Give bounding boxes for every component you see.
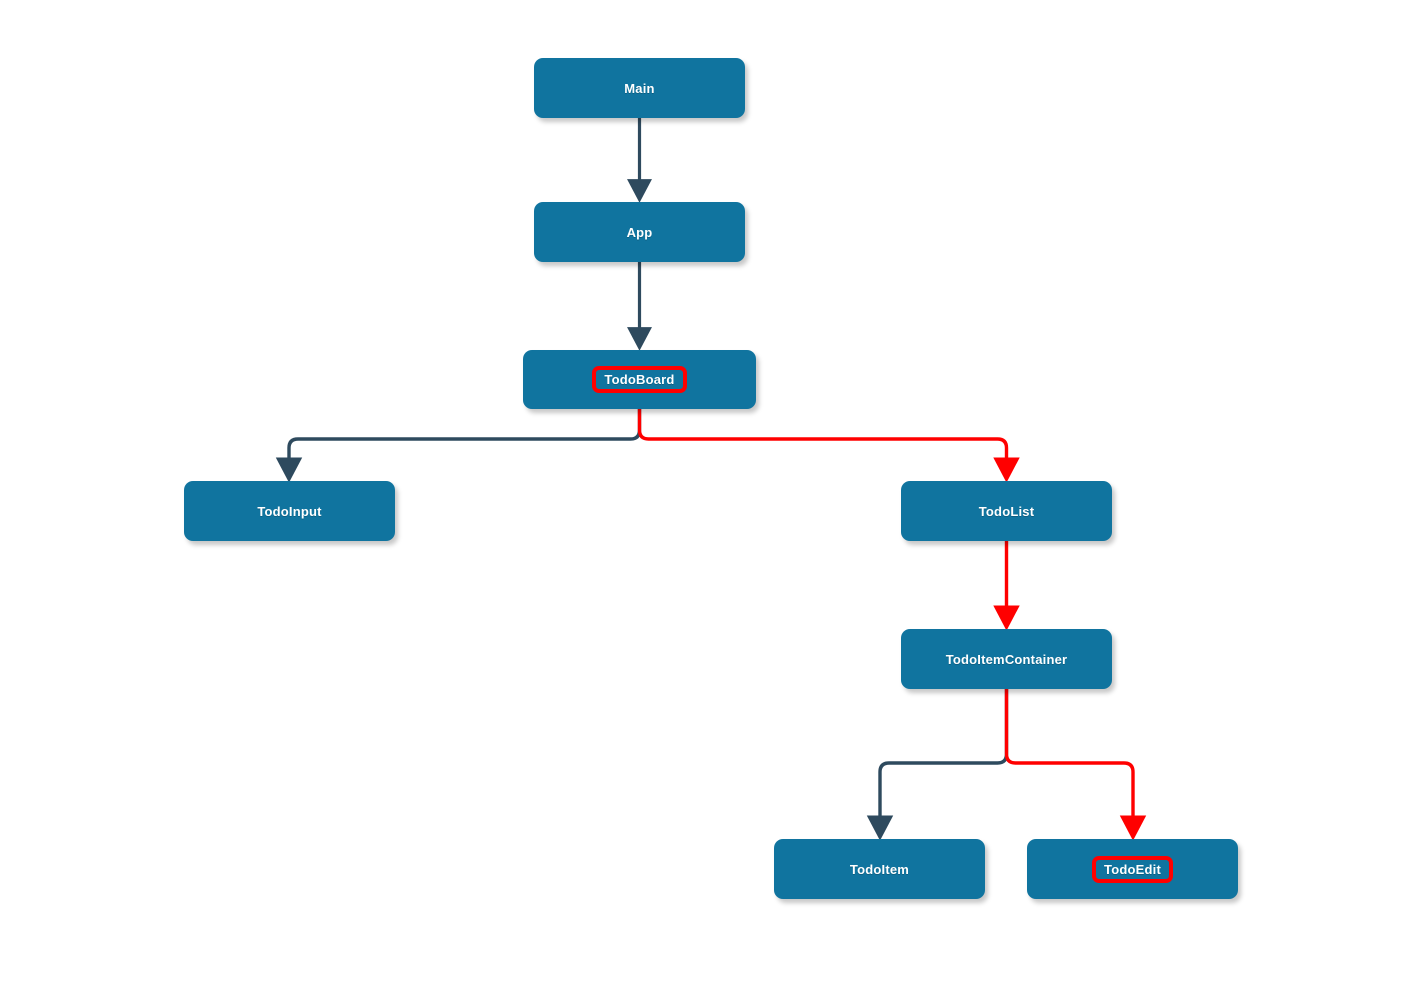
node-label-todolist: TodoList: [978, 503, 1035, 519]
node-todoboard[interactable]: TodoBoard: [523, 350, 756, 409]
node-todoitem[interactable]: TodoItem: [774, 839, 985, 899]
node-todolist[interactable]: TodoList: [901, 481, 1112, 541]
node-label-main: Main: [624, 80, 655, 96]
node-todoedit[interactable]: TodoEdit: [1027, 839, 1238, 899]
edge-todoboard-todolist: [637, 407, 1020, 483]
node-label-todoboard: TodoBoard: [592, 366, 687, 393]
node-label-todoedit: TodoEdit: [1092, 855, 1173, 883]
edge-todoitemcontainer-todoitem: [866, 687, 1009, 841]
node-main[interactable]: Main: [534, 58, 745, 118]
edge-todoitemcontainer-todoedit: [1004, 687, 1147, 841]
node-todoitemcontainer[interactable]: TodoItemContainer: [901, 629, 1112, 689]
node-app[interactable]: App: [534, 202, 745, 262]
node-label-todoitem: TodoItem: [849, 861, 910, 877]
node-todoinput[interactable]: TodoInput: [184, 481, 395, 541]
edge-todoboard-todoinput: [275, 407, 642, 483]
node-label-todoinput: TodoInput: [257, 503, 322, 519]
node-label-app: App: [626, 224, 653, 240]
node-label-todoitemcontainer: TodoItemContainer: [945, 651, 1068, 667]
